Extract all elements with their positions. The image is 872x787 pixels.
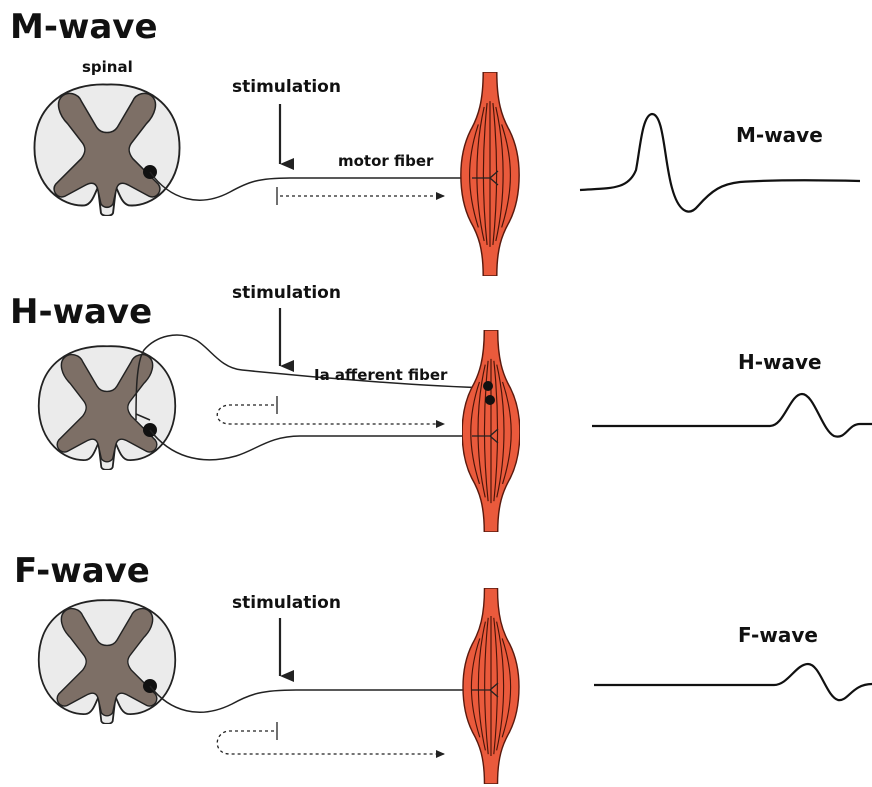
motor-fiber-line bbox=[150, 430, 488, 460]
panel-h-wave: H-wave stimulation Ia afferent fiber H-w… bbox=[10, 283, 872, 532]
muscle-icon bbox=[461, 72, 519, 276]
stimulation-label: stimulation bbox=[232, 593, 341, 613]
panel-title: M-wave bbox=[10, 7, 158, 47]
wave-label: H-wave bbox=[738, 350, 822, 374]
conduction-arrow bbox=[217, 731, 444, 754]
panel-title: H-wave bbox=[10, 292, 152, 332]
spindle-dot bbox=[483, 381, 493, 391]
spinal-label: spinal bbox=[82, 58, 133, 76]
stimulation-label: stimulation bbox=[232, 283, 341, 303]
spindle-dot bbox=[485, 395, 495, 405]
wave-label: M-wave bbox=[736, 123, 823, 147]
fiber-label: motor fiber bbox=[338, 152, 434, 170]
panel-m-wave: M-wave spinal stimulation motor fiber M-… bbox=[10, 7, 860, 276]
panel-f-wave: F-wave stimulation F-wave bbox=[14, 551, 872, 784]
wave-label: F-wave bbox=[738, 623, 818, 647]
h-wave-trace bbox=[592, 394, 872, 437]
motor-fiber-line bbox=[150, 686, 488, 712]
muscle-icon bbox=[463, 588, 519, 784]
stimulation-label: stimulation bbox=[232, 77, 341, 97]
spinal-cord-icon bbox=[34, 84, 179, 215]
conduction-arrow bbox=[217, 405, 444, 424]
fiber-label: Ia afferent fiber bbox=[314, 366, 448, 384]
muscle-spindle-icon bbox=[462, 330, 520, 532]
f-wave-trace bbox=[594, 664, 872, 700]
panel-title: F-wave bbox=[14, 551, 150, 591]
spinal-cord-icon bbox=[39, 600, 176, 724]
spinal-cord-icon bbox=[39, 346, 176, 470]
